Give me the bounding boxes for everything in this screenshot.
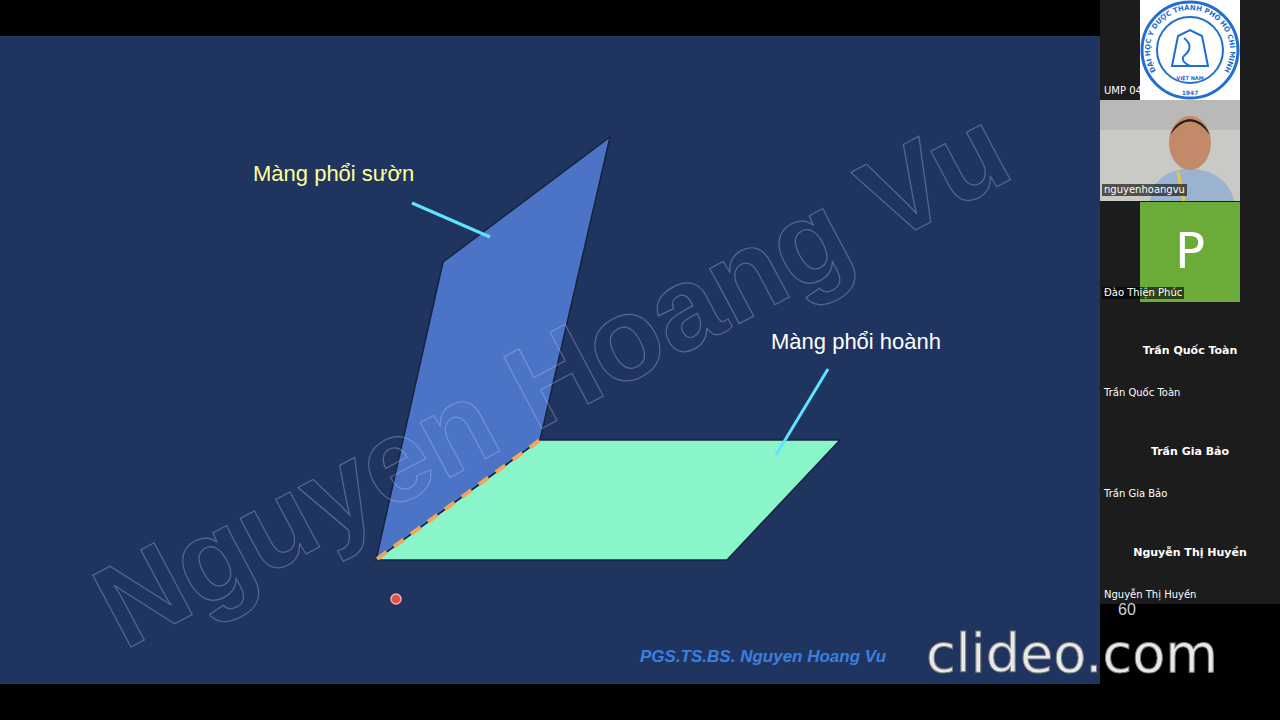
participant-name: Trần Gia Bảo [1104, 488, 1167, 500]
part-label: Màng phổi sườn [253, 161, 414, 186]
participant-name: nguyenhoangvu [1102, 184, 1187, 196]
video-watermark: clideo.com [926, 623, 1218, 685]
video-tile [1100, 100, 1240, 201]
participant-name: Đào Thiện Phúc [1102, 287, 1184, 299]
logo-ring [1142, 2, 1238, 98]
logo-ring-text: ĐẠI HỌC Y DƯỢC THÀNH PHỐ HỒ CHÍ MINH [1144, 3, 1237, 74]
part-label: Màng phổi hoành [771, 329, 941, 354]
presenter-hair [1170, 119, 1210, 135]
participant-tile-name: Trần Quốc Toàn [1143, 345, 1238, 358]
slide-ground [0, 36, 1100, 684]
logo-inner-ring [1157, 17, 1223, 83]
logo-tile [1140, 0, 1240, 100]
video-wall [1100, 100, 1240, 130]
participant-tile-name: Nguyễn Thị Huyền [1133, 547, 1247, 560]
logo-emblem [1183, 38, 1190, 66]
presenter-head [1169, 116, 1211, 170]
participant-name: Nguyễn Thị Huyền [1104, 589, 1196, 601]
logo-country: VIỆT NAM [1176, 75, 1203, 82]
logo-year: 1947 [1182, 89, 1199, 96]
avatar-initial: P [1175, 223, 1205, 281]
participant-panel [1100, 0, 1280, 604]
logo-ring-text: ĐẠI HỌC Y DƯỢC THÀNH PHỐ HỒ CHÍ MINH [1144, 3, 1237, 74]
room-name: UMP 04 [1104, 85, 1142, 97]
leader-line [412, 203, 490, 237]
pointer-dot [391, 594, 401, 604]
author-footer: PGS.TS.BS. Nguyen Hoang Vu [640, 647, 886, 667]
logo-emblem [1172, 30, 1208, 66]
participant-name: Trần Quốc Toàn [1104, 387, 1180, 399]
leader-line [776, 369, 828, 455]
slide-number: 60 [1118, 601, 1136, 619]
participant-tile-name: Trần Gia Bảo [1151, 446, 1229, 459]
